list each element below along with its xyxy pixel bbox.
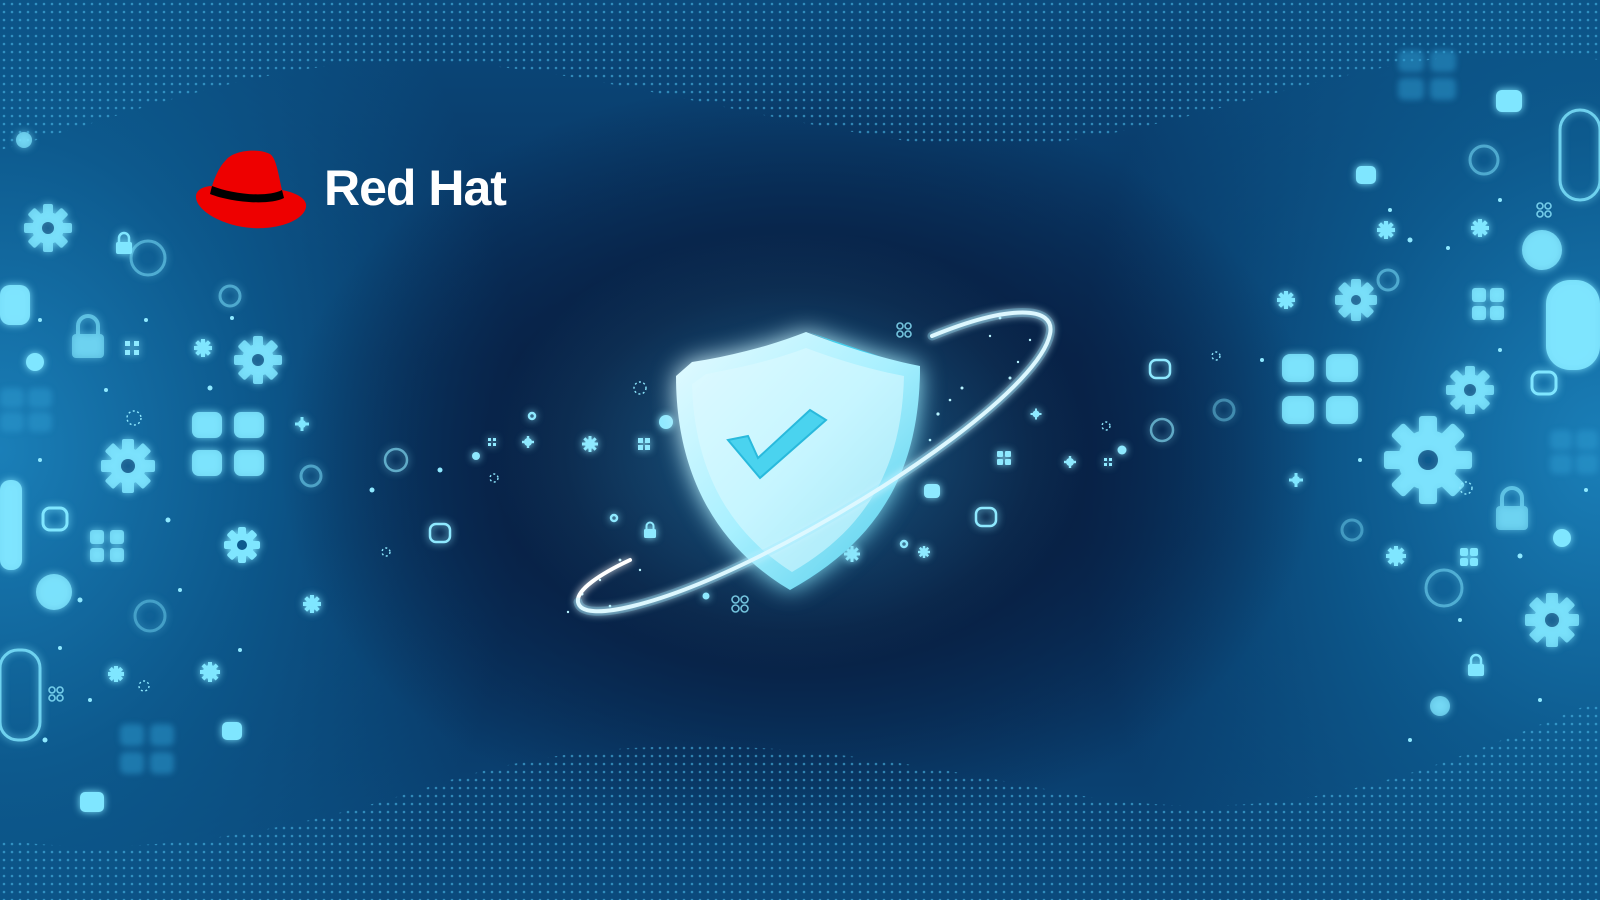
brand-name: Red Hat xyxy=(324,160,507,216)
red-hat-logo[interactable]: Red Hat xyxy=(196,146,507,230)
red-fedora-hat-icon xyxy=(196,150,307,229)
